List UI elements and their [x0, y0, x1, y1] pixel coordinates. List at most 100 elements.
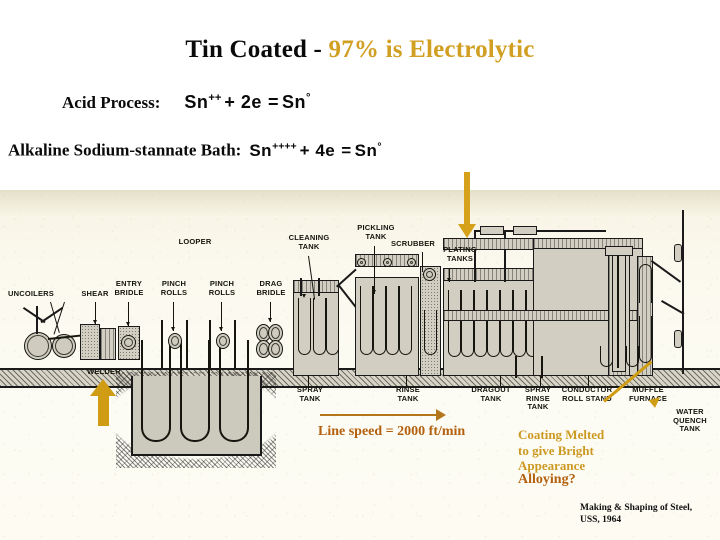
strip-pass	[626, 346, 639, 367]
eq-product-state-acid: °	[305, 92, 311, 104]
bus-riser	[474, 230, 476, 282]
eq-product-acid: Sn	[281, 92, 306, 112]
bus-riser	[504, 230, 506, 282]
leader-line	[588, 376, 589, 386]
welder-pointer-head	[90, 379, 116, 396]
plating-tanks-pointer-head	[458, 224, 476, 238]
strip-pass	[639, 316, 652, 363]
strand-loop	[219, 340, 249, 442]
label-dragout-tank: DRAGOUT TANK	[471, 385, 511, 403]
title-gold-part: 97% is Electrolytic	[328, 36, 535, 63]
strand-loop	[141, 340, 171, 442]
strip-pass	[474, 290, 487, 357]
label-rinse-tank: RINSE TANK	[396, 385, 420, 403]
leader-line	[406, 376, 407, 386]
equation-acid-process: Acid Process: Sn+++ 2e=Sn°	[62, 92, 310, 113]
strip-pass	[600, 346, 613, 367]
leader-line	[128, 302, 129, 326]
equation-expression-alkaline: Sn+++++ 4e=Sn°	[249, 140, 382, 160]
leader-arrowhead	[170, 327, 175, 331]
welder-unit	[100, 328, 116, 360]
muffle-furnace-core	[612, 252, 626, 372]
label-cleaning-tank: CLEANING TANK	[288, 233, 330, 251]
leader-line	[374, 246, 375, 294]
strip-pass	[487, 290, 500, 357]
leader-line	[95, 302, 96, 324]
leader-arrowhead	[218, 327, 223, 331]
tank-roll-post	[300, 278, 302, 296]
scan-top-shadow-band	[0, 190, 720, 216]
leader-arrowhead	[125, 322, 130, 326]
leader-line	[173, 302, 174, 331]
plating-tanks-pointer-shaft	[464, 172, 470, 226]
deflector-roll	[357, 258, 366, 267]
eq-electrons-alkaline: + 4e	[299, 140, 336, 160]
leader-line	[422, 252, 423, 272]
strip-pass	[360, 286, 373, 355]
strip-pass	[448, 290, 461, 357]
leader-arrowhead	[92, 320, 97, 324]
scrubber-roll	[423, 268, 436, 281]
label-welder: WELDER	[87, 367, 121, 376]
figure-citation: Making & Shaping of Steel, USS, 1964	[580, 503, 693, 525]
pinch-roll-post	[209, 320, 211, 368]
label-entry-bridle: ENTRY BRIDLE	[114, 279, 144, 297]
pinch-roll	[168, 333, 182, 349]
drag-bridle-roll	[268, 324, 283, 342]
strip-pass	[461, 290, 474, 357]
leader-line	[308, 376, 309, 386]
leader-arrowhead	[371, 290, 376, 294]
label-plating-tanks: PLATING TANKS	[443, 245, 477, 263]
label-pinch-rolls-2: PINCH ROLLS	[208, 279, 236, 297]
pinch-roll-post	[186, 320, 188, 368]
strip-pass	[424, 310, 437, 355]
alloying-question-note: Alloying?	[518, 472, 576, 487]
drag-bridle-roll	[268, 340, 283, 358]
welder-pointer-shaft	[98, 394, 109, 426]
strip-pass	[500, 290, 513, 357]
label-scrubber: SCRUBBER	[390, 239, 436, 248]
strip-pass	[373, 286, 386, 355]
quench-tower-column	[682, 210, 684, 374]
overhead-busbar	[474, 230, 606, 232]
tinning-line-diagram: UNCOILERS SHEAR ENTRY BRIDLE LOOPER PINC…	[0, 190, 720, 540]
label-spray-rinse-tank: SPRAY RINSE TANK	[524, 385, 552, 411]
leader-line	[449, 268, 450, 282]
equation-label-acid: Acid Process:	[62, 93, 161, 112]
strip-pass	[326, 298, 339, 355]
quench-coil	[674, 330, 682, 348]
tank-roll-post	[318, 278, 320, 296]
label-drag-bridle: DRAG BRIDLE	[256, 279, 286, 297]
equation-expression-acid: Sn+++ 2e=Sn°	[184, 92, 310, 112]
eq-species-alkaline: Sn	[249, 140, 273, 160]
shear-unit	[80, 324, 100, 360]
pinch-roll	[216, 333, 230, 349]
furnace-cap	[605, 246, 633, 256]
strip-pass	[298, 298, 311, 355]
coating-melted-note: Coating Melted to give Bright Appearance	[518, 427, 605, 473]
quench-coil	[674, 244, 682, 262]
eq-product-state-alkaline: °	[377, 140, 382, 152]
equation-label-alkaline: Alkaline Sodium-stannate Bath:	[8, 140, 242, 160]
uncoiler-reel	[24, 332, 52, 360]
strip-pass	[386, 286, 399, 355]
leader-line	[270, 302, 271, 322]
pinch-roll-post	[161, 320, 163, 368]
spray-rinse-drop	[541, 356, 543, 378]
leader-arrowhead	[301, 294, 306, 298]
label-conductor-roll-stand: CONDUCTOR ROLL STAND	[561, 385, 613, 403]
eq-equals-alkaline: =	[341, 140, 352, 160]
eq-electrons-acid: + 2e	[224, 92, 262, 112]
strand-loop	[180, 340, 210, 442]
label-spray-tank: SPRAY TANK	[296, 385, 324, 403]
eq-equals-acid: =	[267, 92, 279, 112]
line-speed-label: Line speed = 2000 ft/min	[318, 424, 466, 439]
strip-pass	[639, 264, 652, 303]
line-speed-arrow-shaft	[320, 414, 438, 416]
strip-pass	[513, 290, 526, 357]
label-water-quench-tank: WATER QUENCH TANK	[673, 407, 707, 433]
deflector-roll	[407, 258, 416, 267]
pickling-tank-body	[355, 277, 419, 376]
label-looper: LOOPER	[178, 237, 212, 246]
